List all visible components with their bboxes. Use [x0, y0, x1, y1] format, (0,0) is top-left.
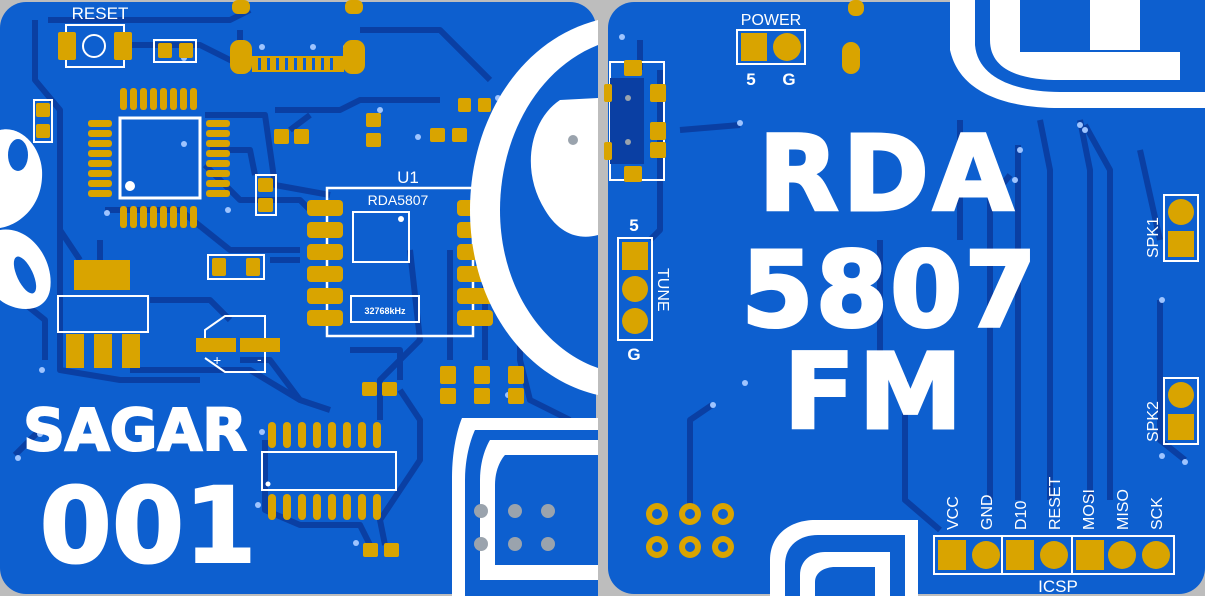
- tune-pin-g: G: [627, 345, 640, 364]
- icsp-pin-mosi: MOSI: [1081, 489, 1098, 530]
- left-passive-outlines: [33, 39, 277, 280]
- power-switch: [604, 0, 864, 182]
- icsp-pin-reset: RESET: [1047, 476, 1064, 530]
- right-board-substrate: [608, 2, 1205, 594]
- spk2-label: SPK2: [1145, 401, 1162, 442]
- crystal-label: 32768kHz: [364, 306, 406, 316]
- spk1-label: SPK1: [1145, 217, 1162, 258]
- module-name-label: RDA5807: [368, 192, 429, 208]
- left-smd-passives: [36, 43, 524, 557]
- power-pin-5: 5: [746, 70, 755, 89]
- speaker1-header: [1163, 194, 1199, 262]
- right-traces: [637, 40, 1187, 533]
- icsp-label: ICSP: [1038, 577, 1078, 596]
- icsp-pin-miso: MISO: [1115, 489, 1132, 530]
- board-title-line3: FM: [784, 331, 967, 453]
- panel-divider: [598, 0, 608, 596]
- usb-connector: [230, 0, 365, 74]
- icsp-header: [933, 535, 1175, 575]
- tune-label: TUNE: [654, 268, 671, 312]
- voltage-regulator: [57, 260, 149, 368]
- board-title-line1: RDA: [759, 113, 1018, 235]
- board-title-line2: 5807: [741, 229, 1038, 351]
- u1-label: U1: [397, 168, 419, 187]
- reset-label: RESET: [72, 4, 129, 23]
- tune-pin-5: 5: [629, 216, 638, 235]
- cap-plus-mark: +: [213, 352, 221, 368]
- left-board-substrate: [0, 2, 596, 594]
- icsp-pin-vcc: VCC: [945, 496, 962, 530]
- speaker2-header: [1163, 377, 1199, 445]
- right-board: POWER 5 G 5 G TUNE: [604, 0, 1205, 596]
- icsp-pin-gnd: GND: [979, 494, 996, 530]
- right-board-logo: [770, 0, 1205, 596]
- author-number: 001: [39, 465, 256, 587]
- power-label: POWER: [741, 12, 801, 29]
- amplifier-ic: [261, 422, 397, 520]
- power-header: [736, 29, 806, 65]
- icsp-pin-sck: SCK: [1149, 497, 1166, 530]
- author-name: SAGAR: [23, 396, 247, 464]
- mcu-chip: [88, 88, 230, 228]
- left-vias: [15, 44, 583, 546]
- electrolytic-capacitor: + -: [196, 315, 280, 373]
- left-board-artwork: [0, 20, 598, 596]
- module-pad-holes: [652, 509, 728, 552]
- reset-button: [58, 24, 132, 68]
- left-board: RESET: [0, 0, 598, 596]
- cap-minus-mark: -: [257, 351, 262, 367]
- tune-header: [617, 237, 653, 341]
- icsp-pin-d10: D10: [1013, 501, 1030, 530]
- power-pin-g: G: [782, 70, 795, 89]
